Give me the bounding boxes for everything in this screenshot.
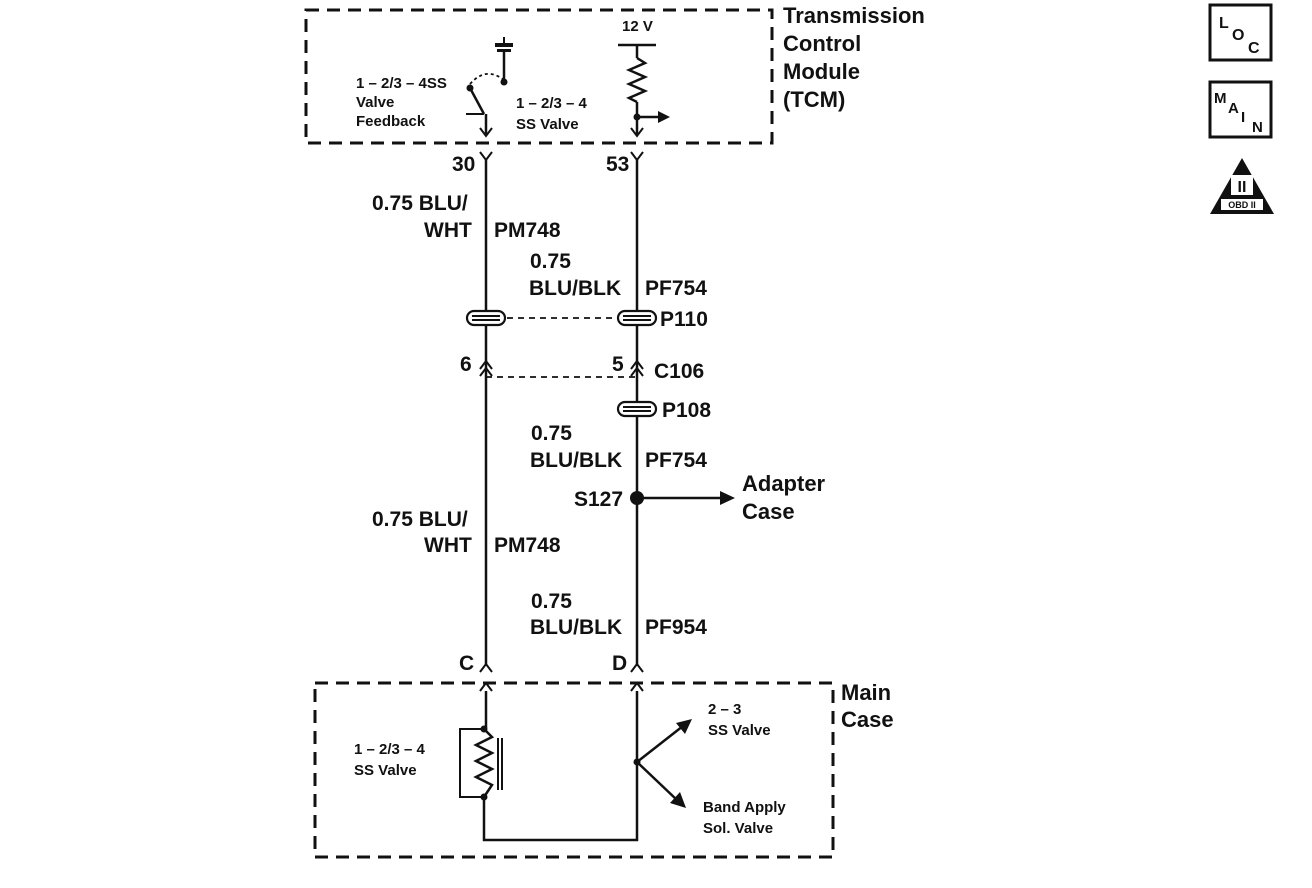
svg-text:C: C [1248,40,1260,57]
tcm-label: Transmission Control Module (TCM) [783,3,931,112]
main-case-solenoid-label: 1 – 2/3 – 4 SS Valve [354,741,429,779]
solenoid-coil-icon [459,728,503,798]
pull-up-resistor-icon [618,43,670,138]
feedback-switch-icon [466,73,505,138]
c106-pin-5: 5 [612,353,624,376]
tcm-pin-30-terminal [479,151,493,162]
svg-text:N: N [1252,119,1263,136]
supply-voltage-label: 12 V [622,18,653,35]
main-icon: M A I N [1208,80,1273,139]
pass-through-p110-left [465,309,507,327]
svg-text:A: A [1228,100,1239,117]
main-case-label: Main Case [841,680,897,732]
main-case-box [313,681,835,859]
svg-text:OBD II: OBD II [1228,200,1256,210]
main-case-pin-d: D [612,652,627,675]
c106-connector-terminals [479,359,644,377]
ss-23-valve-label: 2 – 3 SS Valve [708,701,771,739]
c106-label: C106 [654,360,704,383]
tcm-pin-30: 30 [452,153,475,176]
band-apply-valve-label: Band Apply Sol. Valve [703,799,790,837]
wire-label-right-middle: 0.75 BLU/BLK PF754 [530,422,707,472]
p110-label: P110 [660,308,708,331]
wire-label-right-upper: 0.75 BLU/BLK PF754 [529,250,707,300]
wire-label-left-lower: 0.75 BLU/ WHT PM748 [372,508,561,557]
svg-text:L: L [1219,15,1229,32]
wire-label-right-lower: 0.75 BLU/BLK PF954 [530,590,707,639]
pass-through-p110-right [616,309,658,327]
branch-wire-band-apply [636,761,678,801]
splice-s127-label: S127 [574,488,623,511]
adapter-case-arrow-icon [720,491,735,505]
ground-symbol-icon [495,37,513,86]
band-apply-arrow-icon [670,792,686,808]
branch-wire-23ss [636,725,684,763]
tcm-pin-53-terminal [630,151,644,162]
svg-text:II: II [1238,179,1247,196]
adapter-case-label: Adapter Case [742,471,831,524]
feedback-switch-label: 1 – 2/3 – 4SS Valve Feedback [356,75,451,130]
p108-label: P108 [662,399,711,422]
svg-text:I: I [1241,109,1245,126]
obd-ii-icon: II OBD II [1210,158,1274,214]
loc-icon: L O C [1208,3,1273,62]
ss-23-arrow-icon [676,719,692,734]
wire-label-left-upper: 0.75 BLU/ WHT PM748 [372,192,561,242]
svg-text:M: M [1214,90,1227,107]
tcm-module-box [304,8,774,145]
valve-driver-label: 1 – 2/3 – 4 SS Valve [516,95,591,133]
main-case-pin-c: C [459,652,474,675]
svg-text:O: O [1232,27,1244,44]
c106-pin-6: 6 [460,353,472,376]
pass-through-p108 [616,400,658,418]
tcm-pin-53: 53 [606,153,629,176]
solenoid-return-wire [482,762,639,842]
